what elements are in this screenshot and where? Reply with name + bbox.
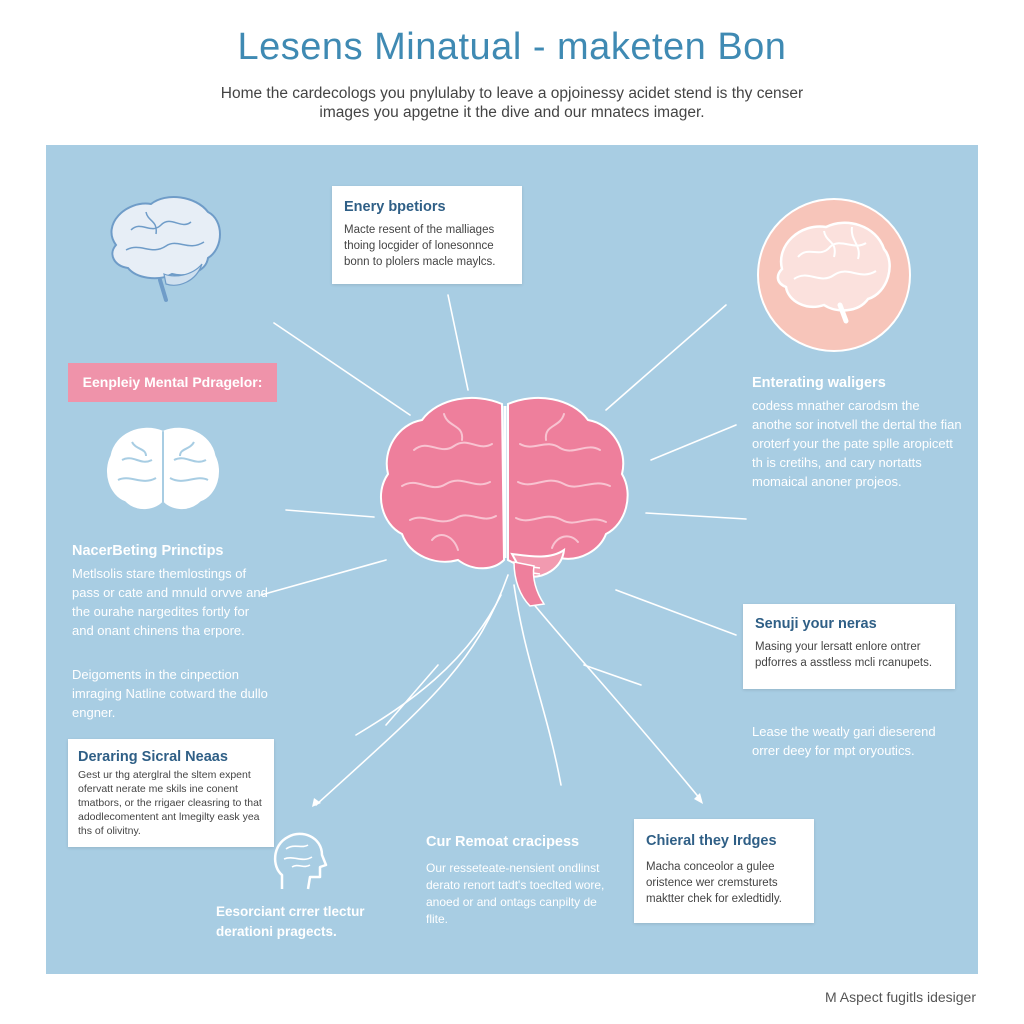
page-subtitle: Home the cardecologs you pnylulaby to le… <box>220 85 804 121</box>
connector-line <box>355 594 502 736</box>
connector-line <box>583 664 642 686</box>
lease-body: Lease the weatly gari dieserend orrer de… <box>752 724 936 758</box>
entering-block: Enterating waligers codess mnather carod… <box>752 374 962 491</box>
eesorciant-block: Eesorciant crrer tlectur derationi prage… <box>216 902 386 942</box>
principles-block: NacerBeting Princtips Metlsolis stare th… <box>72 542 272 640</box>
deraring-body: Gest ur thg aterglral the sltem expent o… <box>78 769 262 837</box>
chieral-box: Chieral they Irdges Macha conceolor a gu… <box>634 819 814 923</box>
diagram-panel: Enery bpetiors Macte resent of the malli… <box>46 145 978 974</box>
entering-heading: Enterating waligers <box>752 375 886 391</box>
chieral-heading: Chieral they Irdges <box>646 833 777 849</box>
brain-outline-icon <box>107 427 219 509</box>
mental-tag: Eenpleiy Mental Pdragelor: <box>68 363 277 402</box>
page-title: Lesens Minatual - maketen Bon <box>237 26 787 68</box>
connector-line <box>605 304 727 411</box>
principles-body: Metlsolis stare themlostings of pass or … <box>72 566 268 638</box>
arrowhead <box>312 798 321 807</box>
brain-sketch-icon <box>110 196 221 302</box>
remoat-block: Cur Remoat cracipess Our resseteate-nens… <box>426 833 606 928</box>
connector-line <box>513 584 562 786</box>
connector-line <box>517 584 702 801</box>
energy-box-heading: Enery bpetiors <box>344 199 446 215</box>
chieral-body: Macha conceolor a gulee oristence wer cr… <box>646 861 782 905</box>
connector-line <box>273 322 411 416</box>
energy-box: Enery bpetiors Macte resent of the malli… <box>332 186 522 284</box>
deigoments-body: Deigoments in the cinpection imraging Na… <box>72 667 268 720</box>
entering-body: codess mnather carodsm the anothe sor in… <box>752 398 962 489</box>
senuji-heading: Senuji your neras <box>755 616 877 632</box>
connector-line <box>645 512 747 520</box>
brain-circle-icon <box>757 198 911 352</box>
head-profile-icon <box>274 832 328 890</box>
connector-lines <box>260 294 747 807</box>
footer-credit: M Aspect fugitls idesiger <box>825 989 976 1005</box>
connector-line <box>385 664 439 726</box>
deigoments-block: Deigoments in the cinpection imraging Na… <box>72 665 272 722</box>
arrowhead <box>694 793 703 804</box>
connector-line <box>447 294 469 391</box>
senuji-body: Masing your lersatt enlore ontrer pdforr… <box>755 641 933 669</box>
remoat-heading: Cur Remoat cracipess <box>426 834 580 850</box>
eesorciant-body: Eesorciant crrer tlectur derationi prage… <box>216 904 365 939</box>
connector-line <box>285 509 375 518</box>
deraring-box: Deraring Sicral Neaas Gest ur thg atergl… <box>68 739 274 847</box>
connector-line <box>650 424 737 461</box>
lease-block: Lease the weatly gari dieserend orrer de… <box>752 722 957 760</box>
central-brain-icon <box>379 397 629 607</box>
senuji-box: Senuji your neras Masing your lersatt en… <box>743 604 955 689</box>
connector-line <box>260 559 387 596</box>
deraring-heading: Deraring Sicral Neaas <box>78 749 228 765</box>
remoat-body: Our resseteate-nensient ondlinst derato … <box>426 861 605 926</box>
principles-heading: NacerBeting Princtips <box>72 543 224 559</box>
connector-line <box>615 589 737 636</box>
energy-box-body: Macte resent of the malliages thoing loc… <box>344 224 496 268</box>
